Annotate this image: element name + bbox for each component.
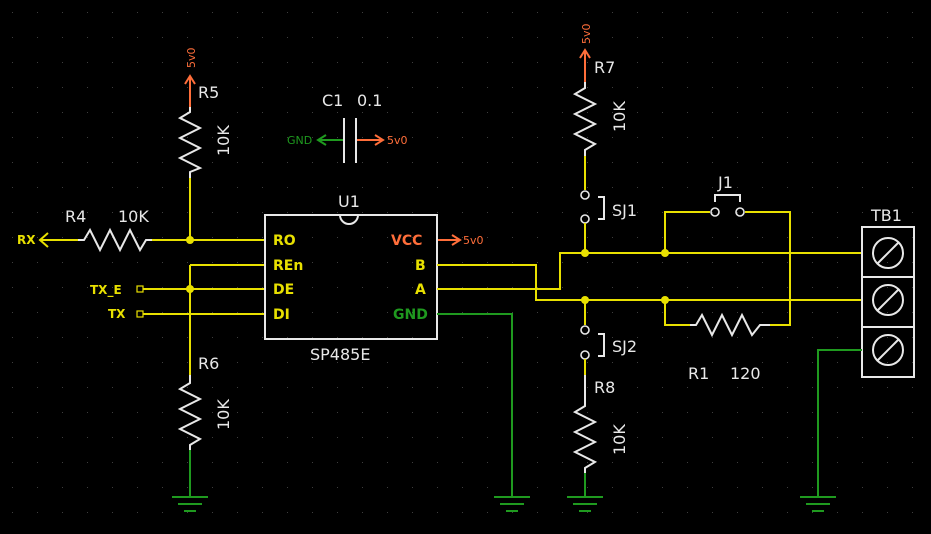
c1-ground-label: GND (287, 134, 312, 147)
pin-ro: RO (273, 233, 296, 249)
junction-sj1-b (581, 249, 589, 257)
rx-label: RX (17, 233, 36, 247)
resistor-r4-value: 10K (118, 207, 149, 226)
resistor-r4-ref: R4 (65, 207, 86, 226)
resistor-r1[interactable]: R1 120 (688, 312, 770, 383)
resistor-r8-ref: R8 (594, 378, 615, 397)
screw-icon (872, 284, 904, 316)
resistor-r6[interactable]: R6 10K (177, 354, 233, 450)
resistor-r7-ref: R7 (594, 58, 615, 77)
solder-jumper-sj1-ref: SJ1 (612, 201, 637, 220)
ground-symbol-r6 (172, 496, 208, 512)
resistor-r5[interactable]: R5 10K (177, 83, 233, 178)
screw-icon (872, 334, 904, 366)
junction-r1-a (661, 296, 669, 304)
power-symbol-r5: 5v0 (184, 47, 198, 107)
tx-label: TX (108, 307, 126, 321)
pin-de: DE (273, 282, 294, 298)
tx-e-label: TX_E (90, 283, 122, 298)
pin-di: DI (273, 307, 290, 323)
resistor-r6-ref: R6 (198, 354, 219, 373)
terminal-block-tb1[interactable]: TB1 (861, 206, 915, 378)
resistor-r5-ref: R5 (198, 83, 219, 102)
solder-jumper-sj2[interactable]: SJ2 (580, 325, 637, 360)
power-label-r7: 5v0 (580, 23, 593, 44)
resistor-r8-value: 10K (610, 424, 629, 455)
junction-sj2-a (581, 296, 589, 304)
ic-u1-ref: U1 (338, 192, 360, 211)
ground-symbol-r8 (567, 496, 603, 512)
ic-u1-part: SP485E (310, 345, 370, 364)
terminal-block-tb1-ref: TB1 (870, 206, 902, 225)
pin-b: B (415, 258, 426, 274)
ic-u1[interactable]: U1 SP485E RO REn DE DI VCC B A GND (264, 192, 438, 364)
resistor-r7-value: 10K (610, 101, 629, 132)
resistor-r6-value: 10K (214, 399, 233, 430)
pin-gnd: GND (393, 307, 428, 323)
power-symbol-vcc: 5v0 (437, 234, 484, 247)
capacitor-c1-value: 0.1 (357, 91, 382, 110)
jumper-j1-ref: J1 (717, 173, 733, 192)
rx-port: RX (17, 232, 78, 248)
power-label-vcc: 5v0 (463, 234, 484, 247)
capacitor-c1[interactable]: GND 5v0 C1 0.1 (287, 91, 408, 163)
resistor-r5-value: 10K (214, 125, 233, 156)
resistor-r8[interactable]: R8 10K (572, 378, 629, 473)
resistor-r1-value: 120 (730, 364, 761, 383)
ground-symbol-u1 (494, 496, 530, 512)
power-label-r5: 5v0 (185, 47, 198, 68)
capacitor-c1-ref: C1 (322, 91, 343, 110)
c1-power-label: 5v0 (387, 134, 408, 147)
junction-de (186, 285, 194, 293)
solder-jumper-sj1[interactable]: SJ1 (580, 190, 637, 224)
resistor-r1-ref: R1 (688, 364, 709, 383)
pin-ren: REn (273, 258, 303, 274)
power-symbol-r7: 5v0 (579, 23, 593, 82)
ground-symbol-tb1 (800, 496, 836, 512)
junction-ro (186, 236, 194, 244)
screw-icon (872, 237, 904, 269)
solder-jumper-sj2-ref: SJ2 (612, 337, 637, 356)
resistor-r7[interactable]: R7 10K (572, 58, 629, 156)
pin-a: A (415, 282, 426, 298)
jumper-j1[interactable]: J1 (710, 173, 745, 217)
pin-vcc: VCC (391, 233, 422, 249)
junction-j1-b (661, 249, 669, 257)
resistor-r4[interactable]: R4 10K (65, 207, 152, 253)
